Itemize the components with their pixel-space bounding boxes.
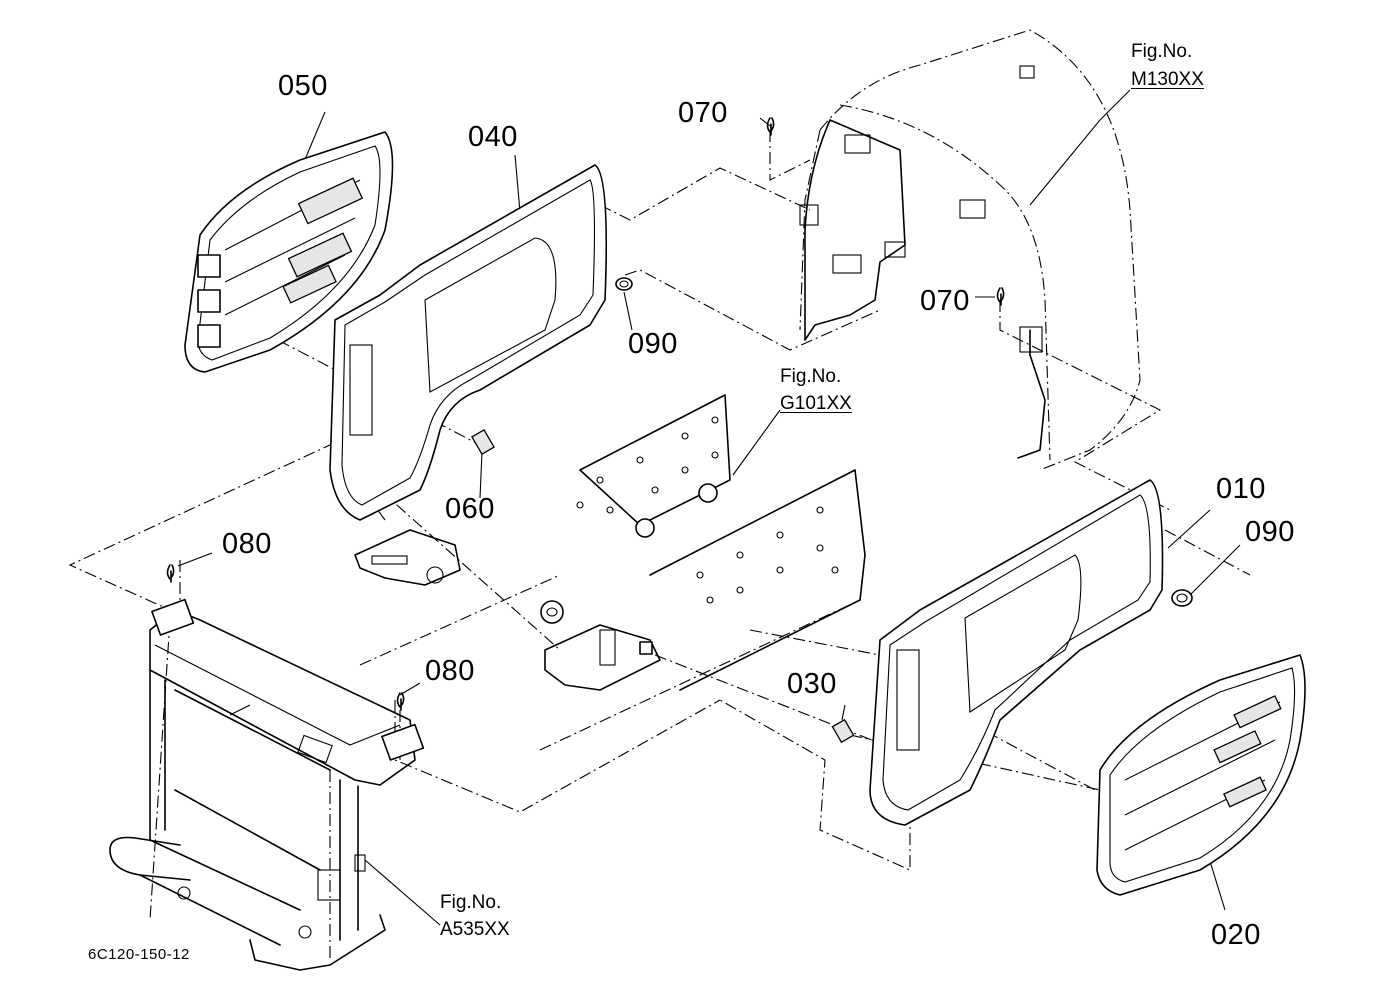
part-label-030[interactable]: 030	[787, 668, 837, 700]
pin-070-lower	[996, 287, 1005, 306]
fig-ref-g101-number[interactable]: G101XX	[780, 393, 852, 414]
bracket-plate-center	[544, 624, 661, 691]
part-label-070-upper[interactable]: 070	[678, 97, 728, 129]
base-plate-lower	[540, 469, 866, 691]
part-label-080-right[interactable]: 080	[425, 655, 475, 687]
panel-020	[1096, 654, 1306, 896]
leader-lines	[177, 89, 1241, 926]
panel-050	[184, 131, 394, 373]
part-label-080-left[interactable]: 080	[222, 528, 272, 560]
fig-ref-g101-title: Fig.No.	[780, 366, 842, 387]
pin-080-right	[396, 692, 405, 711]
pin-070-upper	[766, 117, 775, 136]
bracket-plate-left	[354, 529, 461, 586]
cover-right-bracket	[959, 199, 1046, 459]
fig-ref-m130-number[interactable]: M130XX	[1131, 69, 1204, 90]
part-label-020[interactable]: 020	[1211, 919, 1261, 951]
clip-030	[831, 718, 855, 744]
part-label-060[interactable]: 060	[445, 493, 495, 525]
grommet-090-lower	[1171, 589, 1193, 607]
diagram-code: 6C120-150-12	[88, 946, 190, 963]
seat-frame	[109, 598, 425, 971]
part-label-070-lower[interactable]: 070	[920, 285, 970, 317]
panel-010	[869, 479, 1164, 826]
part-label-090-lower[interactable]: 090	[1245, 516, 1295, 548]
fig-ref-m130-title: Fig.No.	[1131, 41, 1193, 62]
grommet-090-upper	[615, 277, 633, 291]
part-label-090-upper[interactable]: 090	[628, 328, 678, 360]
part-label-040[interactable]: 040	[468, 121, 518, 153]
base-plate-upper	[576, 394, 731, 538]
part-label-050[interactable]: 050	[278, 70, 328, 102]
cover-outline	[799, 29, 1141, 471]
fig-ref-a535-number[interactable]: A535XX	[440, 919, 510, 940]
part-label-010[interactable]: 010	[1216, 473, 1266, 505]
pin-080-left	[166, 564, 175, 583]
cover-left-bracket	[799, 119, 906, 341]
fig-ref-a535-title: Fig.No.	[440, 892, 502, 913]
panel-040	[329, 164, 608, 521]
